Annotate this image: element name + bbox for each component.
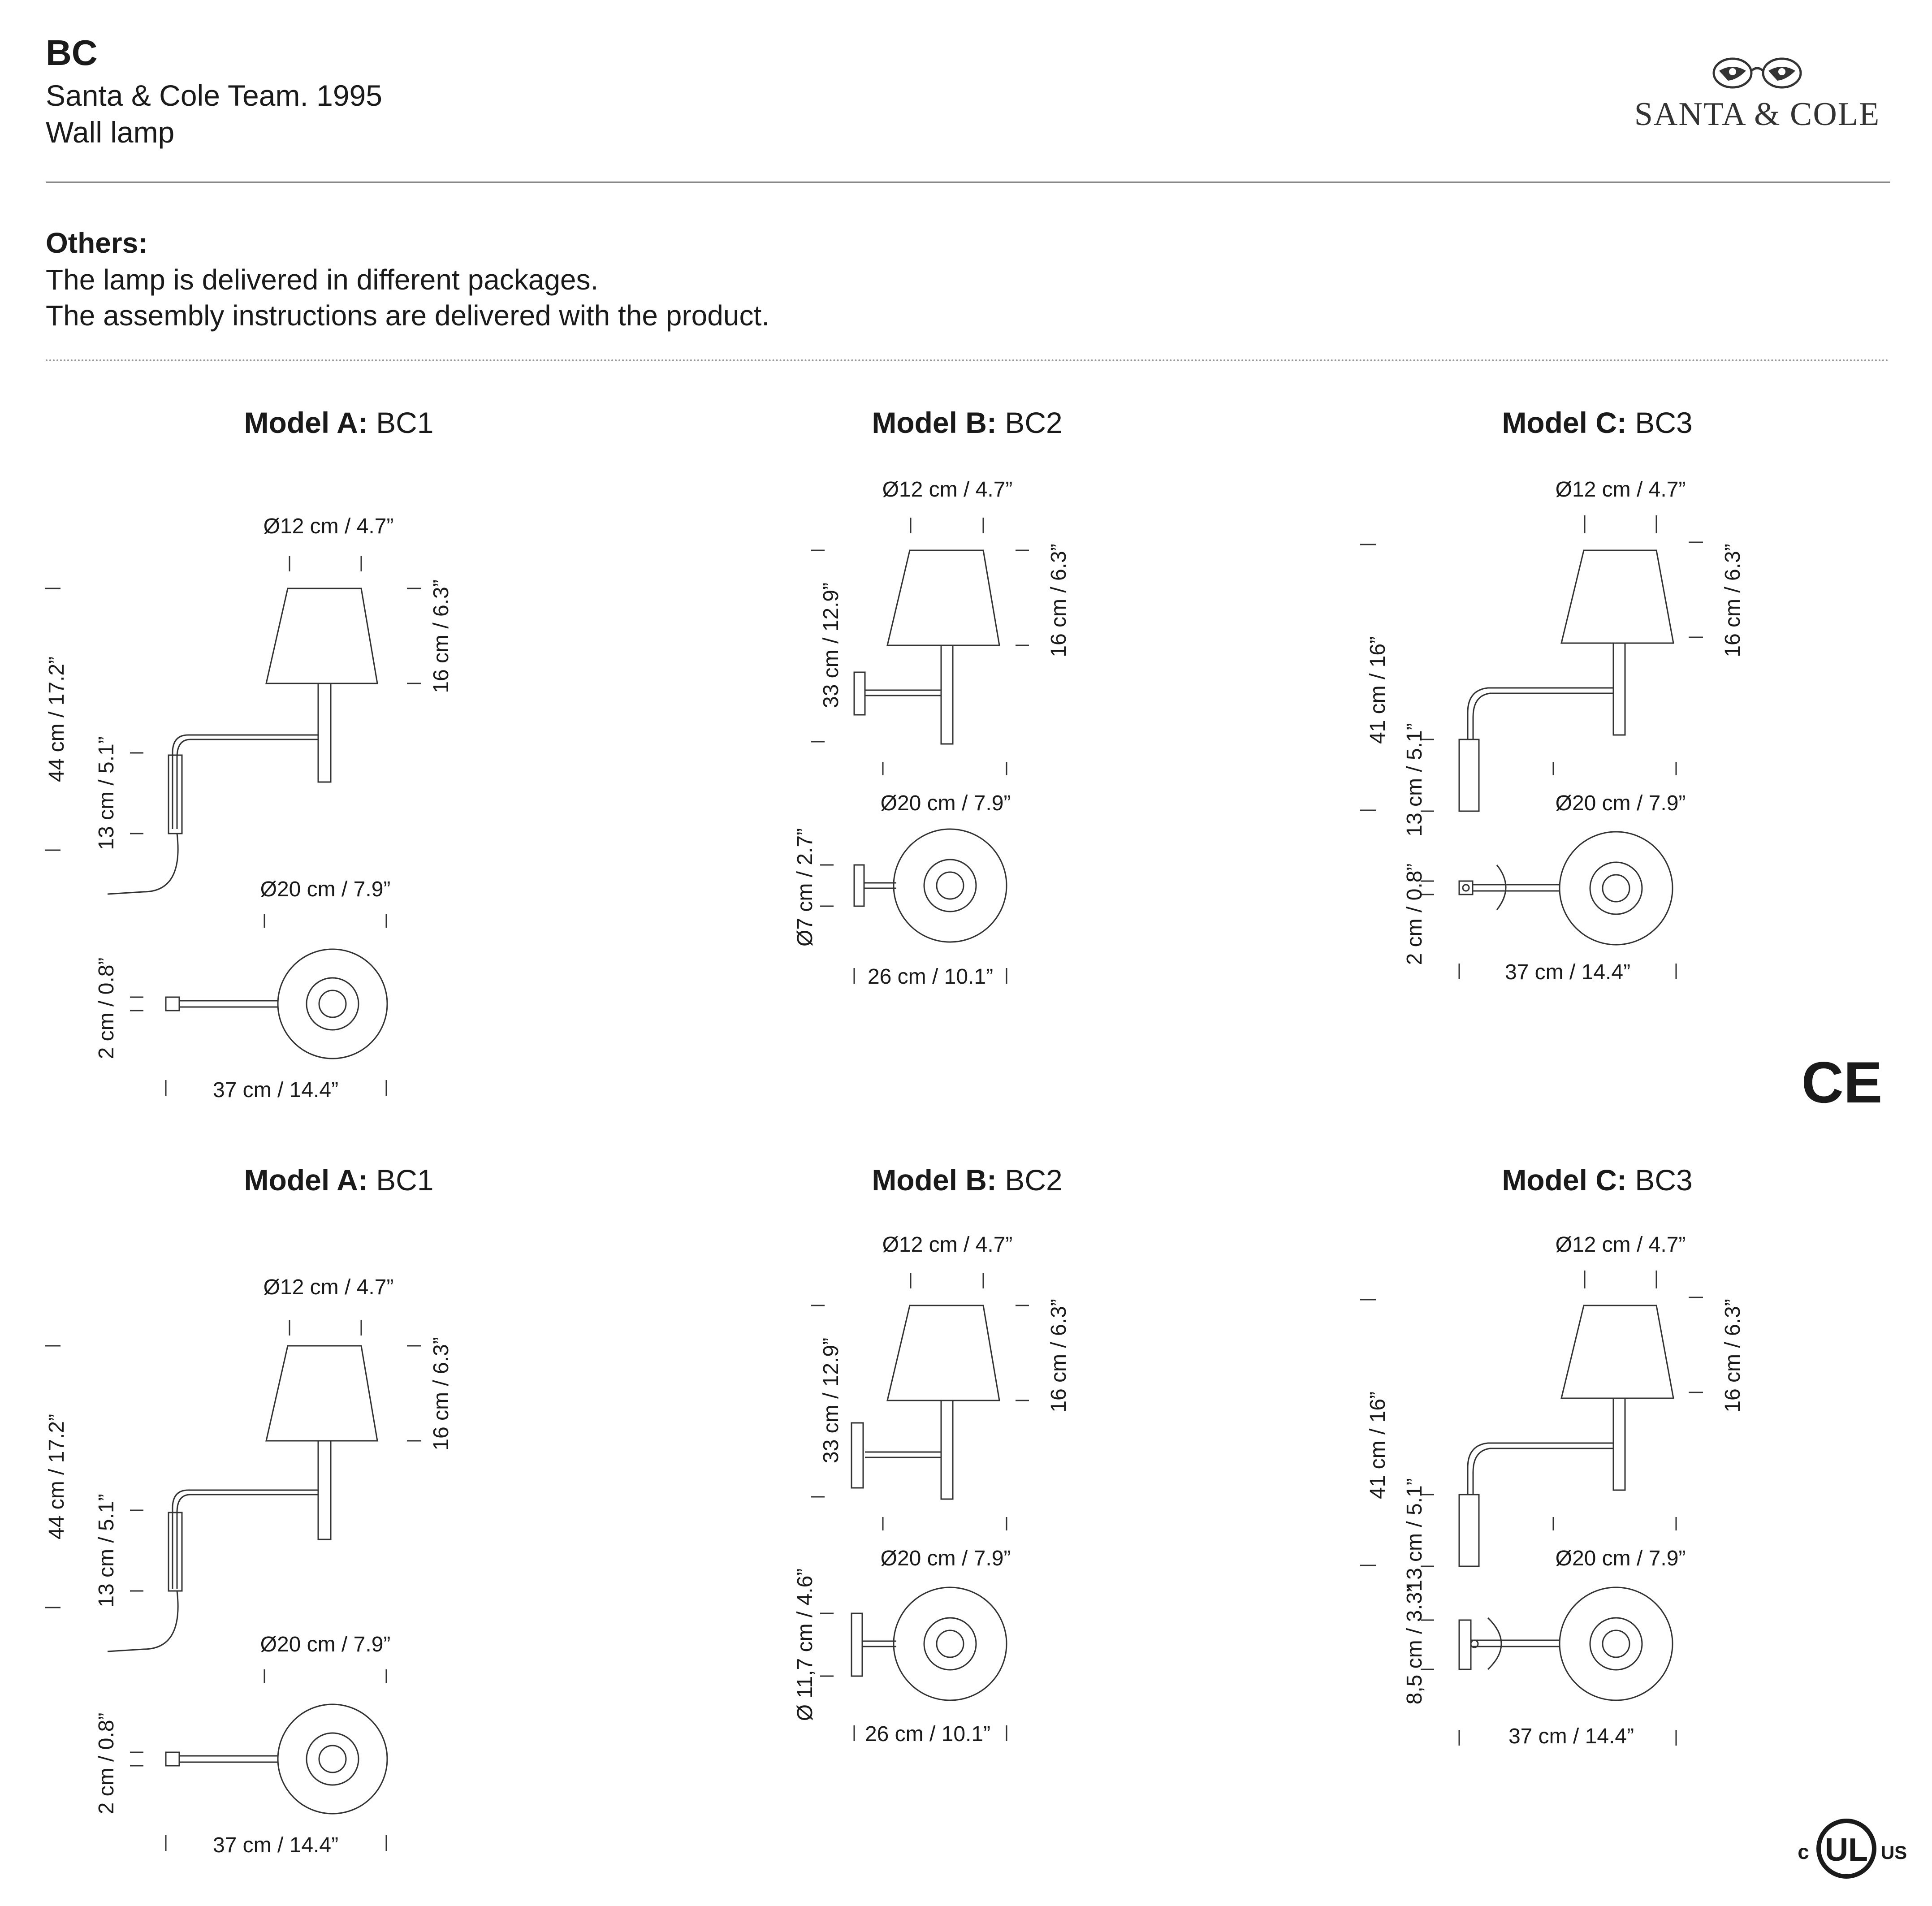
dim-plate-diameter: Ø 11,7 cm / 4.6” — [793, 1569, 817, 1721]
dim-shade-top: Ø12 cm / 4.7” — [1556, 478, 1686, 501]
dim-shade-height: 16 cm / 6.3” — [1047, 1299, 1071, 1412]
model-c2-top-view — [1421, 1517, 1677, 1746]
dim-plate-diameter: Ø7 cm / 2.7” — [793, 828, 817, 947]
model-a2-side-view — [45, 1320, 421, 1652]
dim-arm-length: 26 cm / 10.1” — [868, 965, 993, 989]
dim-plate-depth: 2 cm / 0.8” — [1403, 864, 1426, 965]
dim-arm-length: 26 cm / 10.1” — [865, 1722, 990, 1746]
model-heading-c1: Model C: BC3 — [1502, 406, 1693, 439]
header-divider — [46, 182, 1890, 183]
dim-shade-top: Ø12 cm / 4.7” — [264, 514, 394, 538]
dim-plate-height: 13 cm / 5.1” — [1403, 1478, 1426, 1591]
others-line: The lamp is delivered in different packa… — [46, 264, 599, 296]
model-heading-c2: Model C: BC3 — [1502, 1163, 1693, 1197]
section-divider — [46, 359, 1890, 361]
model-b1-top-view — [820, 762, 1007, 984]
model-heading-a2: Model A: BC1 — [244, 1163, 434, 1197]
model-a1-side-view — [45, 556, 421, 895]
svg-text:UL: UL — [1825, 1832, 1868, 1868]
dim-shade-bottom: Ø20 cm / 7.9” — [881, 1547, 1011, 1570]
others-line: The assembly instructions are delivered … — [46, 299, 769, 332]
svg-text:US: US — [1881, 1842, 1907, 1863]
dim-plate-depth: 2 cm / 0.8” — [95, 958, 118, 1059]
dim-shade-height: 16 cm / 6.3” — [429, 579, 453, 693]
dim-plate-depth: 2 cm / 0.8” — [95, 1713, 118, 1815]
model-b2-side-view — [811, 1273, 1029, 1500]
svg-text:c: c — [1798, 1840, 1809, 1863]
model-c1-side-view — [1360, 515, 1703, 812]
dim-plate-height: 13 cm / 5.1” — [1403, 723, 1426, 836]
dim-shade-top: Ø12 cm / 4.7” — [882, 1233, 1013, 1257]
ul-mark-icon: UL c US — [1798, 1819, 1907, 1879]
model-heading-a1: Model A: BC1 — [244, 406, 434, 439]
ce-mark-icon: CE — [1802, 1050, 1883, 1115]
dim-plate-height: 13 cm / 5.1” — [95, 1494, 118, 1607]
dim-shade-bottom: Ø20 cm / 7.9” — [1556, 791, 1686, 815]
dim-arm-length: 37 cm / 14.4” — [1505, 960, 1630, 984]
brand-wordmark: SANTA & COLE — [1634, 96, 1880, 133]
dim-shade-bottom: Ø20 cm / 7.9” — [260, 877, 391, 901]
logo-eyes-icon — [1712, 57, 1802, 89]
model-b2-top-view — [820, 1517, 1007, 1741]
dim-total-height: 41 cm / 16” — [1366, 636, 1390, 744]
dim-arm-length: 37 cm / 14.4” — [1508, 1724, 1634, 1748]
product-type: Wall lamp — [46, 116, 175, 149]
dim-total-height: 33 cm / 12.9” — [819, 1338, 843, 1463]
dim-shade-top: Ø12 cm / 4.7” — [264, 1275, 394, 1299]
dim-shade-bottom: Ø20 cm / 7.9” — [260, 1633, 391, 1656]
dim-total-height: 44 cm / 17.2” — [45, 1414, 69, 1539]
model-heading-b2: Model B: BC2 — [872, 1163, 1063, 1197]
dim-plate-height: 13 cm / 5.1” — [95, 736, 118, 850]
dim-total-height: 33 cm / 12.9” — [819, 583, 843, 708]
model-c2-side-view — [1360, 1271, 1703, 1567]
product-title: BC — [46, 33, 98, 73]
dim-shade-bottom: Ø20 cm / 7.9” — [881, 791, 1011, 815]
others-heading: Others: — [46, 227, 148, 259]
brand-logo: SANTA & COLE — [1627, 53, 1887, 134]
model-heading-b1: Model B: BC2 — [872, 406, 1063, 439]
model-a2-top-view — [130, 1669, 388, 1851]
designer-line: Santa & Cole Team. 1995 — [46, 79, 382, 112]
dim-shade-bottom: Ø20 cm / 7.9” — [1556, 1547, 1686, 1570]
model-c1-top-view — [1421, 762, 1677, 979]
dim-shade-height: 16 cm / 6.3” — [1721, 544, 1745, 657]
dim-shade-height: 16 cm / 6.3” — [429, 1337, 453, 1450]
dim-shade-top: Ø12 cm / 4.7” — [1556, 1233, 1686, 1257]
svg-text:CE: CE — [1802, 1050, 1883, 1115]
dim-shade-top: Ø12 cm / 4.7” — [882, 478, 1013, 501]
dim-arm-length: 37 cm / 14.4” — [213, 1078, 338, 1102]
dim-arm-length: 37 cm / 14.4” — [213, 1833, 338, 1857]
dim-shade-height: 16 cm / 6.3” — [1047, 544, 1071, 657]
dim-plate-depth: 8,5 cm / 3.3” — [1403, 1585, 1426, 1705]
model-a1-top-view — [130, 914, 388, 1096]
dim-total-height: 44 cm / 17.2” — [45, 657, 69, 782]
model-b1-side-view — [811, 518, 1029, 745]
dim-shade-height: 16 cm / 6.3” — [1721, 1299, 1745, 1412]
dim-total-height: 41 cm / 16” — [1366, 1392, 1390, 1499]
